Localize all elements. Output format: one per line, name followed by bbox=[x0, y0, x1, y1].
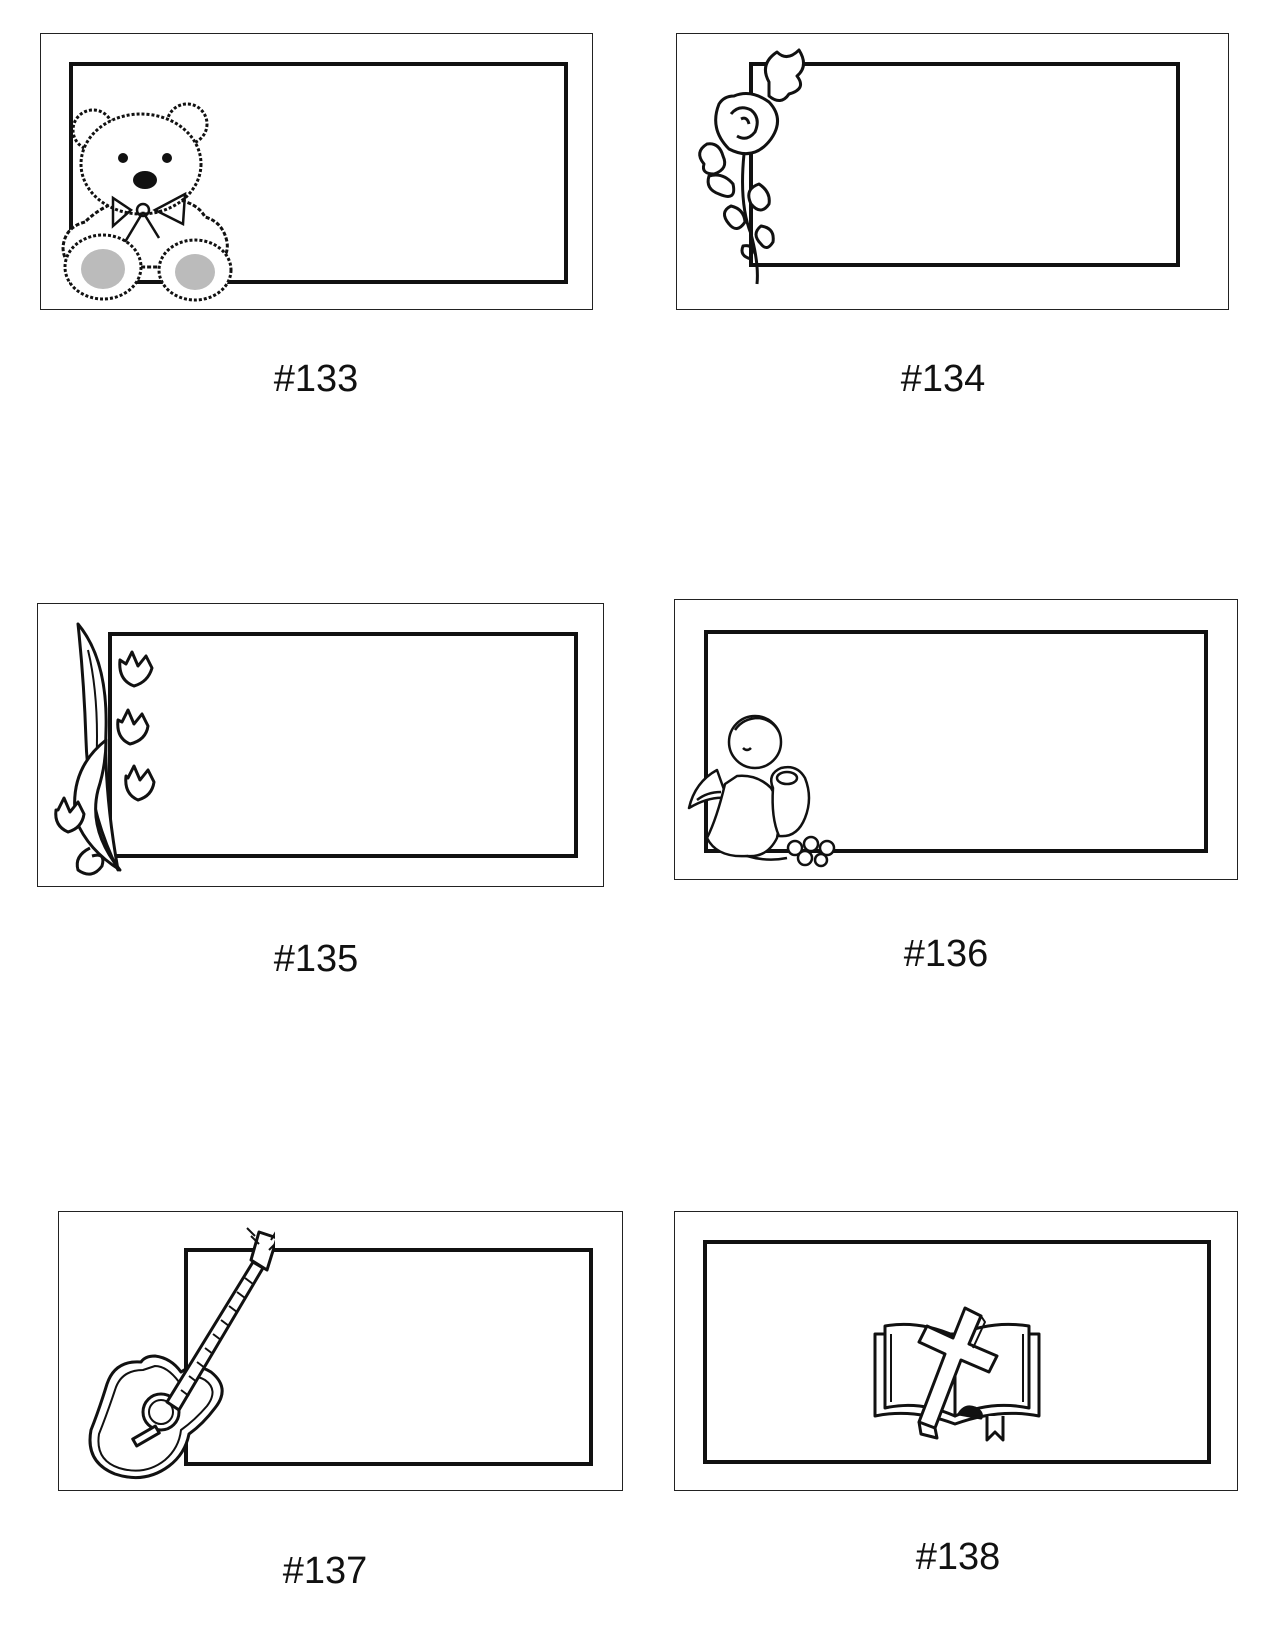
place-card-138 bbox=[674, 1211, 1238, 1491]
guitar-icon bbox=[88, 1227, 275, 1480]
place-card-135 bbox=[37, 603, 604, 887]
card-number-138: #138 bbox=[915, 1536, 1001, 1578]
bible-with-cross-icon bbox=[873, 1306, 1041, 1442]
card-frame bbox=[184, 1248, 593, 1466]
card-number-136: #136 bbox=[903, 933, 989, 975]
place-card-136 bbox=[674, 599, 1238, 880]
card-number-133: #133 bbox=[273, 358, 359, 400]
place-card-133 bbox=[40, 33, 593, 310]
tulip-icon bbox=[54, 622, 156, 876]
card-number-135: #135 bbox=[273, 938, 359, 980]
card-frame bbox=[703, 1240, 1211, 1464]
place-card-137 bbox=[58, 1211, 623, 1491]
card-frame bbox=[749, 62, 1180, 267]
place-card-134 bbox=[676, 33, 1229, 310]
card-frame bbox=[108, 632, 578, 858]
card-frame bbox=[704, 630, 1208, 853]
cherub-with-lamb-icon bbox=[687, 714, 836, 868]
card-number-134: #134 bbox=[900, 358, 986, 400]
card-frame bbox=[69, 62, 568, 284]
card-number-137: #137 bbox=[282, 1550, 368, 1592]
teddy-bear-icon bbox=[61, 102, 233, 302]
rose-icon bbox=[698, 48, 805, 285]
